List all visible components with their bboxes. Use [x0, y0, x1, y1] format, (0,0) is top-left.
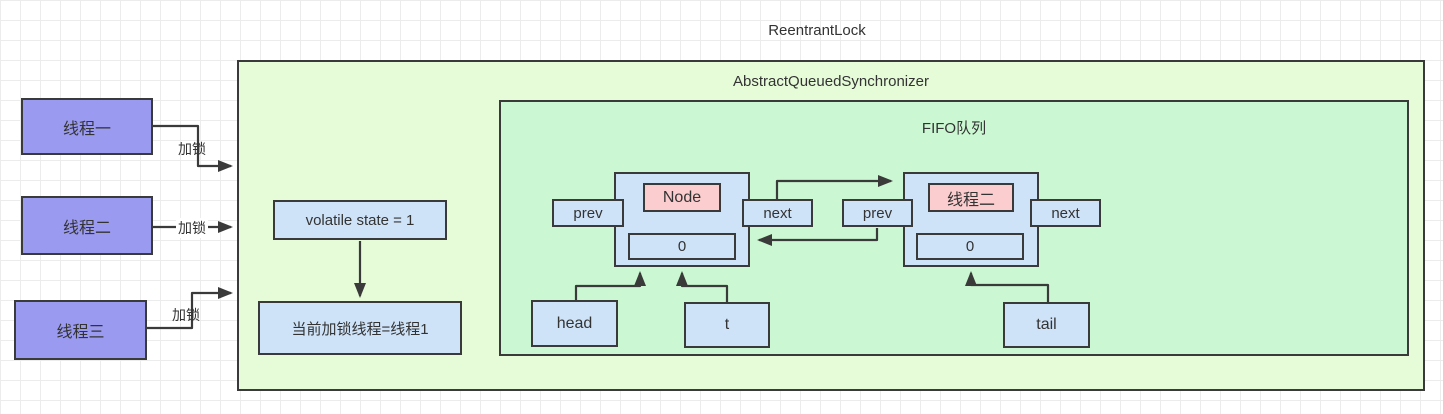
queue-node-1-title: Node	[643, 183, 721, 212]
lock-action-label-2: 加锁	[176, 218, 208, 238]
lock-action-label-1: 加锁	[178, 141, 206, 157]
queue-node-2-waitstatus: 0	[916, 233, 1024, 260]
current-lock-owner-box: 当前加锁线程=线程1	[258, 301, 462, 355]
fifo-queue-title: FIFO队列	[921, 120, 987, 137]
queue-node-1-next: next	[742, 199, 813, 227]
thread-1-box: 线程一	[21, 98, 153, 155]
thread-2-box: 线程二	[21, 196, 153, 255]
head-pointer-box: head	[531, 300, 618, 347]
queue-node-2-title: 线程二	[928, 183, 1014, 212]
queue-node-1-waitstatus: 0	[628, 233, 736, 260]
volatile-state-box: volatile state = 1	[273, 200, 447, 240]
thread-3-box: 线程三	[14, 300, 147, 360]
queue-node-1-prev: prev	[552, 199, 624, 227]
queue-node-2-next: next	[1030, 199, 1101, 227]
lock-action-label-3: 加锁	[172, 307, 200, 323]
tail-pointer-box: tail	[1003, 302, 1090, 348]
aqs-title: AbstractQueuedSynchronizer	[733, 73, 929, 90]
t-pointer-box: t	[684, 302, 770, 348]
diagram-title: ReentrantLock	[768, 22, 866, 39]
queue-node-2-prev: prev	[842, 199, 913, 227]
